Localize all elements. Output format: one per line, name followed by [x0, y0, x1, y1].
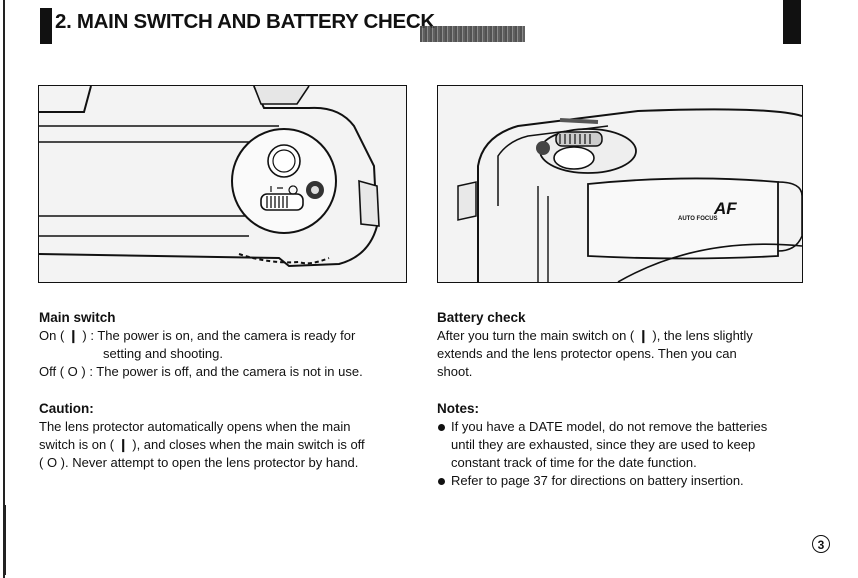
caution-line-2: switch is on ( ❙ ), and closes when the …	[39, 437, 365, 452]
page-edge-rule-lower	[4, 505, 6, 575]
battery-check-heading: Battery check	[437, 310, 526, 325]
page-number: 3	[812, 535, 830, 553]
caution-heading: Caution:	[39, 401, 94, 416]
notes-bullet-1: If you have a DATE model, do not remove …	[437, 418, 817, 472]
caution-line-3: ( O ). Never attempt to open the lens pr…	[39, 455, 359, 470]
header-print-smudge	[420, 26, 525, 42]
main-switch-on-continuation: setting and shooting.	[103, 346, 223, 361]
header-marker-bar	[40, 8, 52, 44]
af-logo: AF	[713, 199, 737, 218]
battery-check-line-2: extends and the lens protector opens. Th…	[437, 346, 737, 361]
notes-heading: Notes:	[437, 401, 480, 416]
illustration-battery-check: AF AUTO FOCUS	[437, 85, 803, 283]
battery-check-line-3: shoot.	[437, 364, 473, 379]
battery-check-section: Battery check After you turn the main sw…	[437, 309, 817, 381]
notes-bullet-1-line-2: until they are exhausted, since they are…	[451, 437, 756, 452]
notes-bullet-2-line: Refer to page 37 for directions on batte…	[451, 473, 744, 488]
battery-check-line-1: After you turn the main switch on ( ❙ ),…	[437, 328, 753, 343]
illustration-main-switch	[38, 85, 407, 283]
notes-bullet-1-line-1: If you have a DATE model, do not remove …	[451, 419, 768, 434]
caution-section: Caution: The lens protector automaticall…	[39, 400, 409, 472]
main-switch-on-line: On ( ❙ ) : The power is on, and the came…	[39, 328, 356, 343]
page-edge-rule	[3, 0, 5, 578]
page-title: 2. MAIN SWITCH AND BATTERY CHECK	[55, 10, 435, 33]
notes-bullet-2: Refer to page 37 for directions on batte…	[437, 472, 817, 490]
af-logo-caption: AUTO FOCUS	[678, 216, 718, 222]
caution-line-1: The lens protector automatically opens w…	[39, 419, 351, 434]
main-switch-off-line: Off ( O ) : The power is off, and the ca…	[39, 364, 363, 379]
main-switch-section: Main switch On ( ❙ ) : The power is on, …	[39, 309, 409, 381]
notes-section: Notes: If you have a DATE model, do not …	[437, 400, 817, 490]
main-switch-heading: Main switch	[39, 310, 116, 325]
header-corner-block	[783, 0, 801, 44]
notes-bullet-1-line-3: constant track of time for the date func…	[451, 455, 697, 470]
